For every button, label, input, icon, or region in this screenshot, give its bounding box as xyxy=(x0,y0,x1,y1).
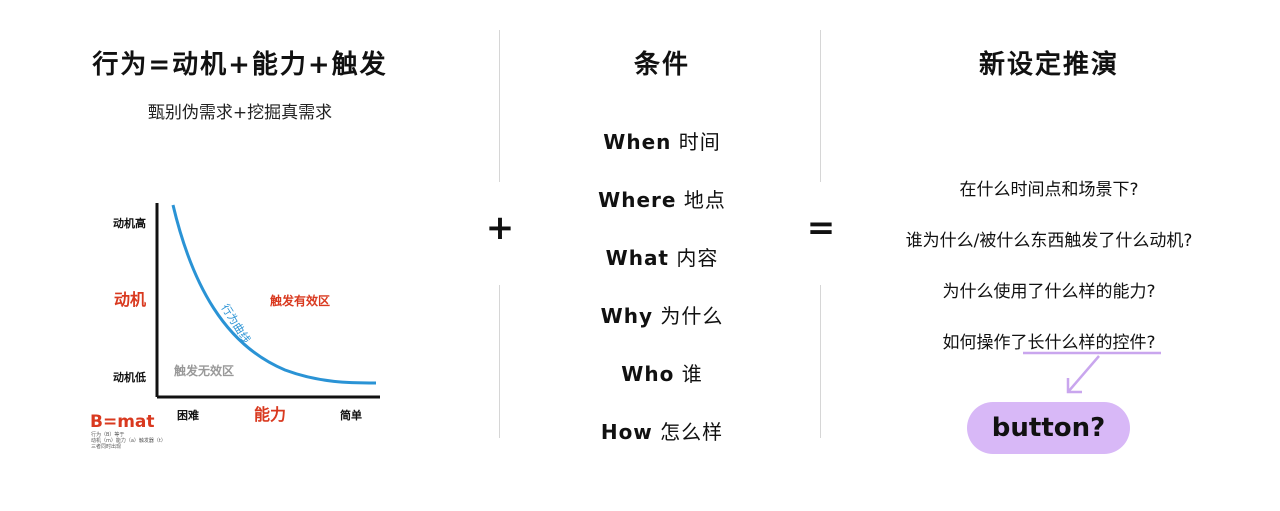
behavior-model-chart: 动机高 动机 动机低 困难 能力 简单 触发有效区 触发无效区 行为曲线 B=m… xyxy=(90,203,380,450)
chart-x-easy-label: 简单 xyxy=(340,408,362,422)
zone-valid-label: 触发有效区 xyxy=(270,293,330,308)
chart-y-low-label: 动机低 xyxy=(113,370,146,384)
condition-where: Where 地点 xyxy=(540,184,784,213)
right-title: 新设定推演 xyxy=(978,50,1119,80)
chart-y-axis-label: 动机 xyxy=(114,290,146,309)
plus-operator: + xyxy=(485,208,515,248)
condition-how: How 怎么样 xyxy=(540,416,784,445)
condition-en: What xyxy=(605,246,669,270)
divider-1-top xyxy=(499,30,500,182)
condition-zh: 地点 xyxy=(683,188,726,212)
left-title: 行为=动机+能力+触发 xyxy=(92,50,388,80)
formula-note-1: 行为（B）等于 xyxy=(91,431,124,438)
divider-2-bottom xyxy=(820,285,821,438)
arrow-icon xyxy=(1023,351,1161,394)
condition-who: Who 谁 xyxy=(540,358,784,387)
formula-note-2: 动机（m）能力（a）触发器（t） xyxy=(91,437,166,444)
condition-what: What 内容 xyxy=(540,242,784,271)
divider-2-top xyxy=(820,30,821,182)
divider-1-bottom xyxy=(499,285,500,438)
question-when-where: 在什么时间点和场景下? xyxy=(959,180,1139,200)
condition-zh: 时间 xyxy=(678,130,721,154)
question-who-why: 谁为什么/被什么东西触发了什么动机? xyxy=(905,231,1193,251)
question-control: 如何操作了长什么样的控件? xyxy=(942,333,1156,353)
left-subtitle: 甄别伪需求+挖掘真需求 xyxy=(147,103,333,123)
middle-title: 条件 xyxy=(633,50,690,80)
button-answer-label: button? xyxy=(991,413,1106,443)
condition-zh: 谁 xyxy=(681,362,703,386)
chart-x-hard-label: 困难 xyxy=(177,408,199,422)
condition-en: Who xyxy=(621,362,675,386)
condition-zh: 怎么样 xyxy=(660,420,724,444)
condition-en: Where xyxy=(598,188,677,212)
equals-operator: = xyxy=(806,208,836,248)
button-answer-pill: button? xyxy=(967,402,1130,454)
chart-y-high-label: 动机高 xyxy=(113,216,146,230)
chart-x-axis-label: 能力 xyxy=(254,405,286,424)
condition-en: Why xyxy=(600,304,653,328)
question-ability: 为什么使用了什么样的能力? xyxy=(942,282,1156,302)
formula-note-3: 三者同时出现 xyxy=(91,443,121,450)
condition-zh: 为什么 xyxy=(660,304,724,328)
condition-en: When xyxy=(603,130,672,154)
behavior-curve xyxy=(171,204,377,385)
condition-zh: 内容 xyxy=(676,246,719,270)
zone-invalid-label: 触发无效区 xyxy=(174,363,234,378)
formula: B=mat xyxy=(90,412,155,432)
condition-when: When 时间 xyxy=(540,126,784,155)
condition-en: How xyxy=(600,420,653,444)
condition-why: Why 为什么 xyxy=(540,300,784,329)
